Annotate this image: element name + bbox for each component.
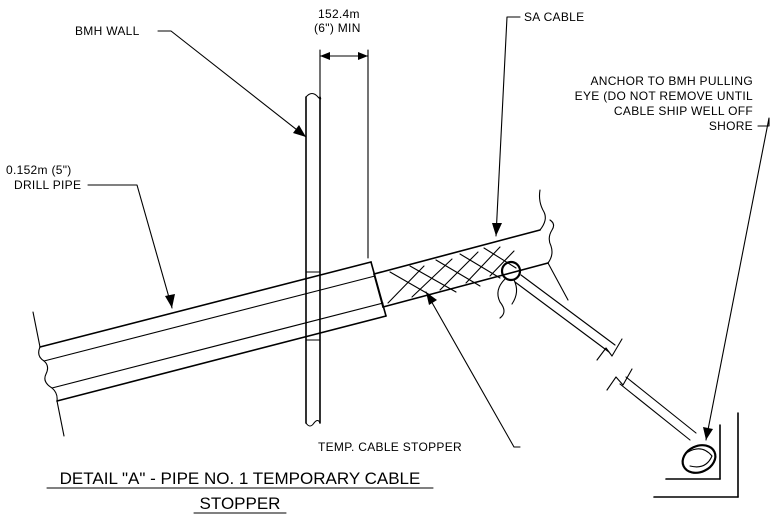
- label-sa-cable: SA CABLE: [524, 10, 584, 24]
- label-bmh-wall: BMH WALL: [75, 24, 140, 38]
- label-anchor-3: CABLE SHIP WELL OFF: [614, 104, 753, 118]
- dimension-label-min: (6") MIN: [314, 21, 361, 35]
- pulling-rope: [514, 274, 697, 441]
- label-anchor-1: ANCHOR TO BMH PULLING: [590, 74, 753, 88]
- title-line-1: DETAIL "A" - PIPE NO. 1 TEMPORARY CABLE: [60, 469, 421, 488]
- label-anchor-4: SHORE: [709, 119, 753, 133]
- label-temp-cable-stopper: TEMP. CABLE STOPPER: [318, 440, 462, 454]
- label-drill-pipe-size: 0.152m (5"): [6, 163, 72, 177]
- label-drill-pipe: DRILL PIPE: [14, 178, 81, 192]
- title-line-2: STOPPER: [200, 494, 281, 513]
- bmh-wall: [305, 92, 322, 427]
- cable-stopper: [373, 189, 569, 319]
- leader-lines: [87, 16, 770, 448]
- pulling-eye: [653, 412, 739, 498]
- detail-title: DETAIL "A" - PIPE NO. 1 TEMPORARY CABLE …: [46, 469, 434, 514]
- dimension-label-value: 152.4m: [318, 7, 360, 21]
- label-anchor-2: EYE (DO NOT REMOVE UNTIL: [575, 89, 753, 103]
- drill-pipe: [32, 261, 387, 437]
- dimension-152mm: 152.4m (6") MIN: [314, 7, 369, 259]
